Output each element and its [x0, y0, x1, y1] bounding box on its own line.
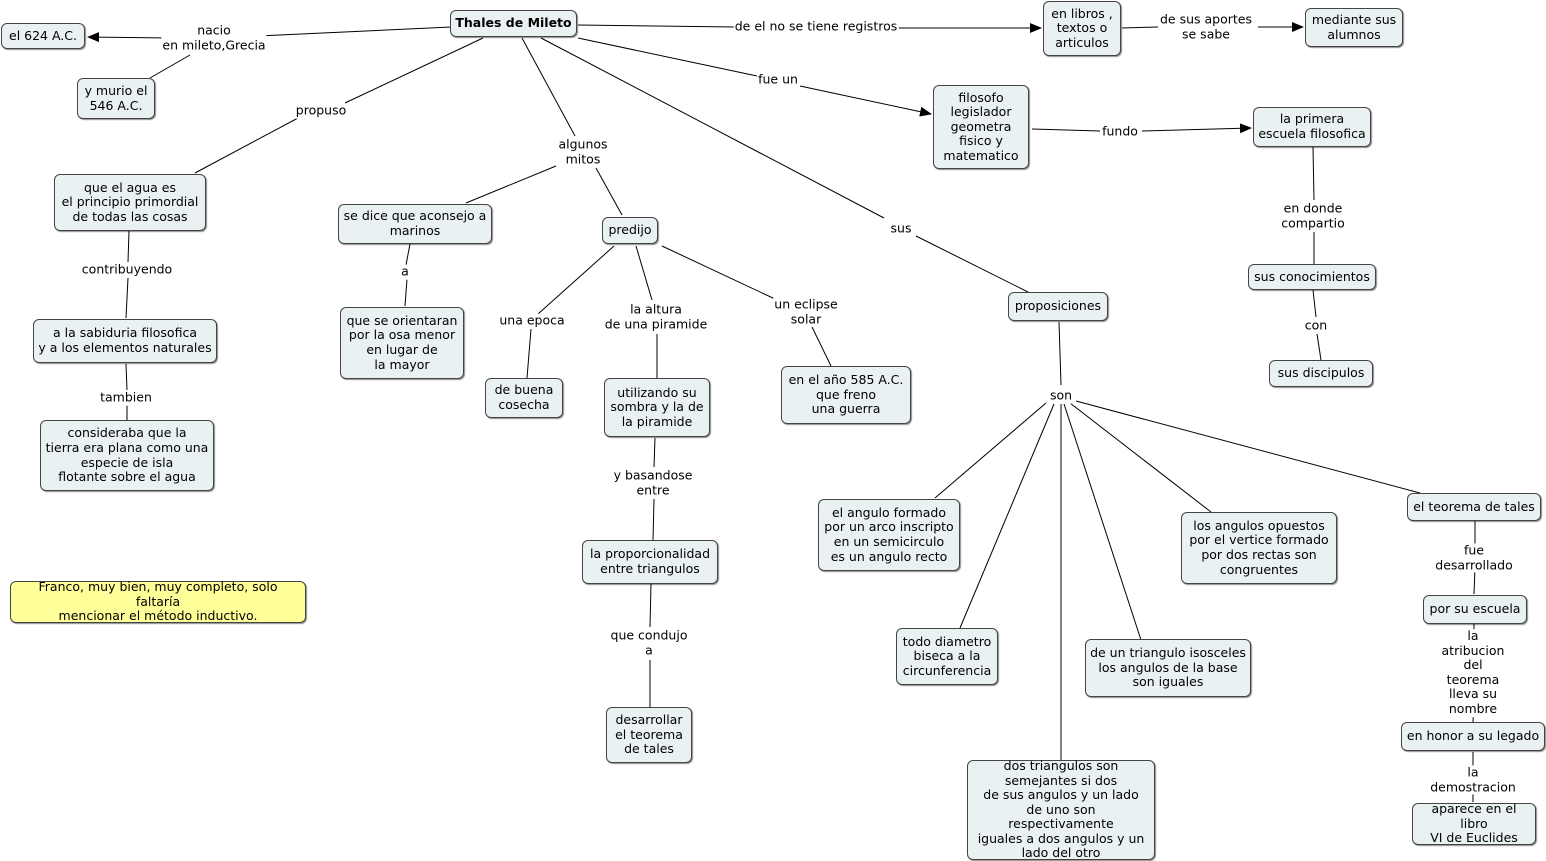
link-label-tambien: tambien: [99, 389, 153, 406]
concept-eclipse[interactable]: en el año 585 A.C. que freno una guerra: [781, 366, 911, 424]
link-label-a: a: [400, 263, 410, 280]
concept-water-principle[interactable]: que el agua es el principio primordial d…: [54, 174, 206, 231]
link-label-altura: la altura de una piramide: [603, 301, 709, 332]
concept-shadow[interactable]: utilizando su sombra y la de la piramide: [604, 378, 710, 437]
concept-professions[interactable]: filosofo legislador geometra fisico y ma…: [933, 85, 1029, 169]
concept-good-harvest[interactable]: de buena cosecha: [485, 378, 563, 418]
concept-thales-de-mileto[interactable]: Thales de Mileto: [450, 10, 577, 37]
concept-develop-theorem[interactable]: desarrollar el teorema de tales: [606, 707, 692, 763]
link-label-propuso: propuso: [294, 102, 348, 119]
link-label-epoca: una epoca: [498, 312, 566, 329]
concept-proportionality[interactable]: la proporcionalidad entre triangulos: [582, 540, 718, 584]
concept-opposite-angles[interactable]: los angulos opuestos por el vertice form…: [1181, 512, 1337, 584]
link-label-sus: sus: [889, 220, 913, 237]
concept-predicted[interactable]: predijo: [602, 217, 658, 244]
concept-students[interactable]: mediante sus alumnos: [1305, 8, 1403, 47]
link-label-fundo: fundo: [1101, 123, 1139, 140]
concept-knowledge[interactable]: sus conocimientos: [1248, 264, 1376, 290]
link-label-atribucion: la atribucion del teorema lleva su nombr…: [1436, 628, 1510, 717]
link-label-eclipse: un eclipse solar: [773, 296, 839, 327]
link-label-demostracion: la demostracion: [1429, 764, 1517, 795]
concept-death-year[interactable]: y murio el 546 A.C.: [77, 78, 155, 119]
concept-isosceles[interactable]: de un triangulo isosceles los angulos de…: [1085, 639, 1251, 697]
concept-honor-legacy[interactable]: en honor a su legado: [1401, 722, 1545, 751]
concept-by-his-school[interactable]: por su escuela: [1423, 595, 1527, 624]
teacher-note[interactable]: Franco, muy bien, muy completo, solo fal…: [10, 579, 306, 623]
link-label-fue-un: fue un: [757, 71, 799, 88]
concept-inscribed-angle[interactable]: el angulo formado por un arco inscripto …: [818, 499, 960, 571]
concept-advised-sailors[interactable]: se dice que aconsejo a marinos: [338, 204, 492, 244]
concept-birth-year[interactable]: el 624 A.C.: [1, 23, 85, 49]
link-label-contribuyendo: contribuyendo: [80, 261, 174, 278]
concept-little-bear[interactable]: que se orientaran por la osa menor en lu…: [340, 307, 464, 379]
concept-books[interactable]: en libros , textos o articulos: [1043, 1, 1121, 56]
concept-propositions[interactable]: proposiciones: [1008, 292, 1108, 321]
link-label-desarrollado: fue desarrollado: [1434, 542, 1514, 573]
concept-diameter[interactable]: todo diametro biseca a la circunferencia: [896, 628, 998, 685]
link-label-registros: de el no se tiene registros: [733, 18, 899, 35]
link-label-basandose: y basandose entre: [612, 467, 694, 498]
concept-disciples[interactable]: sus discipulos: [1269, 360, 1373, 387]
concept-similar-triangles[interactable]: dos triangulos son semejantes si dos de …: [967, 758, 1155, 860]
concept-thales-theorem[interactable]: el teorema de tales: [1407, 493, 1541, 521]
link-label-condujo: que condujo a: [609, 627, 689, 658]
concept-first-school[interactable]: la primera escuela filosofica: [1253, 107, 1371, 147]
link-label-son: son: [1048, 387, 1074, 404]
concept-philosophical-wisdom[interactable]: a la sabiduria filosofica y a los elemen…: [33, 319, 217, 363]
link-label-aportes: de sus aportes se sabe: [1158, 11, 1254, 42]
link-label-con: con: [1303, 317, 1329, 334]
link-label-mitos: algunos mitos: [557, 136, 609, 167]
link-label-en-donde: en donde compartio: [1280, 200, 1346, 231]
concept-euclid-book[interactable]: aparece en el libro VI de Euclides: [1412, 801, 1536, 845]
concept-flat-earth[interactable]: consideraba que la tierra era plana como…: [40, 420, 214, 491]
link-label-nacio: nacio en mileto,Grecia: [161, 22, 267, 53]
